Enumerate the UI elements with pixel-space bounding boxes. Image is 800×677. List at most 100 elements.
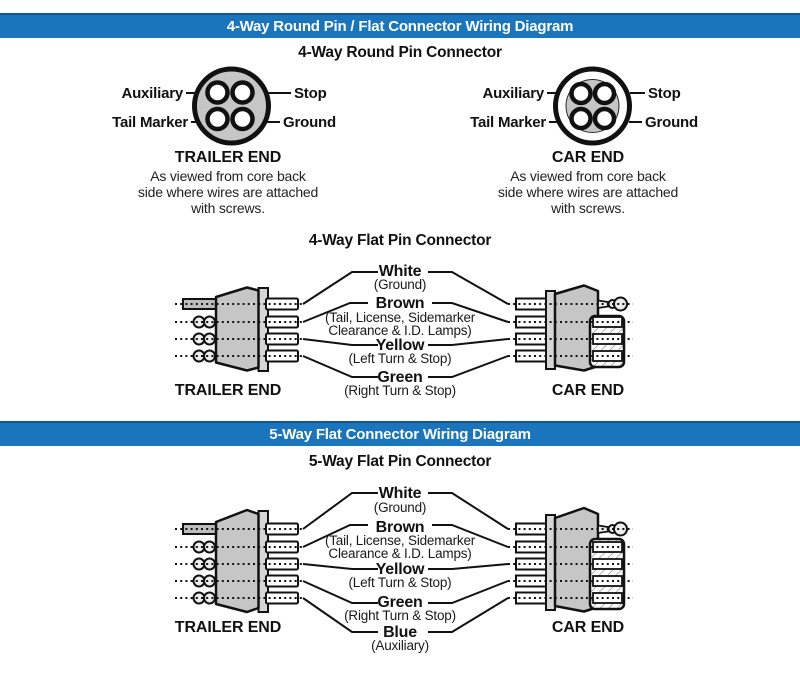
wire-link-line: [428, 271, 509, 305]
pin-hole: [230, 106, 255, 132]
wire-link-line: [428, 597, 509, 633]
bead: [613, 521, 628, 537]
wire-lead: [515, 591, 548, 605]
wire-lead: [515, 349, 548, 363]
dotted-wire-lines: [508, 528, 633, 599]
banner-4way: 4-Way Round Pin / Flat Connector Wiring …: [0, 13, 800, 38]
wire-color: Yellow: [376, 337, 425, 354]
round-car-label-lines: [547, 92, 645, 123]
pin-label-tail-marker: Tail Marker: [112, 114, 188, 131]
flat5-trailer-connector: TRAILER END: [175, 508, 303, 636]
wire-link-line: [428, 338, 509, 346]
dotted-wire-lines: [175, 303, 303, 357]
wire-link-line: [302, 524, 368, 548]
trailer-end-title: TRAILER END: [175, 149, 281, 166]
wire-label-blue: Blue (Auxiliary): [302, 597, 509, 653]
wire-lead: [182, 298, 217, 310]
caption-line-1: As viewed from core back: [150, 168, 307, 184]
pin-hole: [205, 106, 230, 132]
pin-label-stop: Stop: [648, 85, 681, 102]
flat-pin: [265, 591, 299, 605]
wire-label-green: Green (Right Turn & Stop): [302, 355, 509, 398]
flat-pin: [265, 540, 299, 554]
caption-line-3: with screws.: [190, 200, 265, 216]
wire-color: Green: [377, 594, 422, 611]
flat-4way-diagram: TRAILER END: [175, 263, 633, 399]
pin-hole: [592, 106, 617, 131]
wire-leads: [515, 297, 548, 363]
wire-terminals: [192, 540, 216, 605]
wire-link-line: [432, 302, 509, 323]
pin-label-auxiliary: Auxiliary: [121, 85, 183, 102]
round-trailer-connector: Auxiliary Stop Tail Marker Ground TRAILE…: [112, 66, 336, 216]
wire-function: (Left Turn & Stop): [349, 575, 452, 590]
bead: [613, 296, 628, 312]
car-end-title: CAR END: [552, 149, 624, 166]
flat-5way-diagram: TRAILER END: [175, 485, 633, 653]
flat-pin: [265, 297, 299, 311]
flat4-wire-labels: White (Ground) Brown (Tail, License, Sid…: [302, 263, 509, 398]
wire-function: (Right Turn & Stop): [344, 608, 456, 623]
wire-lead: [515, 557, 548, 571]
wire-label-yellow: Yellow (Left Turn & Stop): [302, 337, 509, 366]
flat-pin: [265, 315, 299, 329]
banner-5way-title: 5-Way Flat Connector Wiring Diagram: [269, 426, 531, 443]
car-end-title: CAR END: [552, 382, 624, 399]
pin-label-tail-marker: Tail Marker: [470, 114, 546, 131]
wire-color: Brown: [376, 295, 425, 312]
wire-label-green: Green (Right Turn & Stop): [302, 580, 509, 623]
flat-pin: [265, 574, 299, 588]
banner-5way: 5-Way Flat Connector Wiring Diagram: [0, 421, 800, 446]
trailer-end-title: TRAILER END: [175, 382, 281, 399]
round-car-pin-holes: [569, 81, 617, 131]
wire-lead: [515, 540, 548, 554]
pin-hole: [230, 80, 255, 105]
pin-block: [588, 537, 626, 611]
flat5-car-connector: CAR END: [508, 506, 633, 636]
wire-function: Clearance & I.D. Lamps): [328, 546, 471, 561]
wire-function: (Tail, License, Sidemarker: [325, 533, 476, 548]
heading-5way-flat: 5-Way Flat Pin Connector: [308, 453, 492, 470]
dotted-wire-lines: [175, 528, 303, 599]
round-trailer-label-lines: [186, 92, 291, 123]
flat-pin: [265, 557, 299, 571]
round-car-connector: Auxiliary Stop Tail Marker Ground CAR EN…: [470, 66, 698, 216]
flat-pin: [265, 522, 299, 536]
pin-hole: [205, 80, 230, 105]
caption-line-2: side where wires are attached: [138, 184, 318, 200]
flat-pin: [265, 349, 299, 363]
wire-terminals: [192, 315, 216, 363]
wire-lead: [515, 315, 548, 329]
wire-link-line: [432, 524, 509, 548]
flat5-wire-labels: White (Ground) Brown (Tail, License, Sid…: [302, 485, 509, 653]
connector-pins: [265, 297, 299, 363]
wire-lead: [515, 574, 548, 588]
wire-function: (Ground): [374, 277, 426, 292]
wire-link-line: [302, 580, 378, 604]
wire-label-brown: Brown (Tail, License, Sidemarker Clearan…: [302, 519, 509, 561]
wire-link-line: [302, 271, 378, 305]
wire-label-yellow: Yellow (Left Turn & Stop): [302, 561, 509, 590]
pin-label-auxiliary: Auxiliary: [482, 85, 544, 102]
connector-body: [214, 508, 260, 614]
wire-link-line: [302, 302, 368, 323]
dotted-wire-lines: [508, 303, 633, 357]
heading-4way-round: 4-Way Round Pin Connector: [298, 44, 502, 61]
wire-color: White: [379, 263, 422, 280]
flat4-trailer-connector: TRAILER END: [175, 286, 303, 399]
caption-line-2: side where wires are attached: [498, 184, 678, 200]
wire-label-brown: Brown (Tail, License, Sidemarker Clearan…: [302, 295, 509, 338]
connector-pins: [265, 522, 299, 605]
wire-function: Clearance & I.D. Lamps): [328, 323, 471, 338]
wire-link-line: [428, 492, 509, 530]
wire-function: (Ground): [374, 500, 426, 515]
wire-color: Green: [377, 369, 422, 386]
wire-function: (Right Turn & Stop): [344, 383, 456, 398]
trailer-end-title: TRAILER END: [175, 619, 281, 636]
wire-function: (Auxiliary): [371, 638, 429, 653]
caption-line-3: with screws.: [550, 200, 625, 216]
wire-lead: [515, 297, 548, 311]
flat4-car-connector: CAR END: [508, 284, 633, 399]
wire-label-white: White (Ground): [302, 263, 509, 305]
